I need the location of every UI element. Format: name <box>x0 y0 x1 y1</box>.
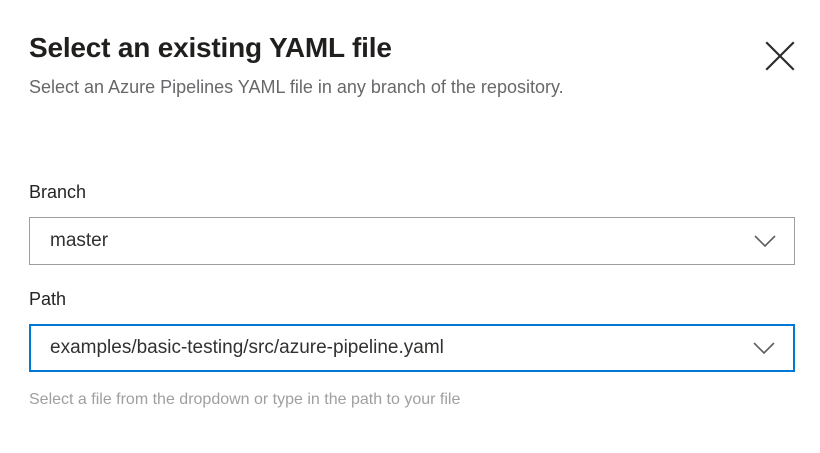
path-input[interactable] <box>31 335 793 361</box>
path-chevron-down-icon[interactable] <box>749 326 779 370</box>
form-area: Branch Path Select a file <box>29 180 795 411</box>
path-helper-text: Select a file from the dropdown or type … <box>29 391 461 408</box>
branch-field-group: Branch <box>29 180 795 265</box>
path-dropdown[interactable] <box>29 324 795 372</box>
branch-input[interactable] <box>30 228 794 254</box>
dialog-subtitle: Select an Azure Pipelines YAML file in a… <box>29 77 564 97</box>
page-title: Select an existing YAML file <box>29 32 392 63</box>
close-button[interactable] <box>758 34 802 78</box>
close-icon <box>764 40 796 72</box>
dialog-header: Select an existing YAML file Select an A… <box>29 30 729 103</box>
branch-chevron-down-icon[interactable] <box>750 218 780 264</box>
path-field-group: Path Select a file from the dropdown or … <box>29 287 795 411</box>
path-label: Path <box>29 289 67 309</box>
branch-label: Branch <box>29 182 87 202</box>
branch-dropdown[interactable] <box>29 217 795 265</box>
